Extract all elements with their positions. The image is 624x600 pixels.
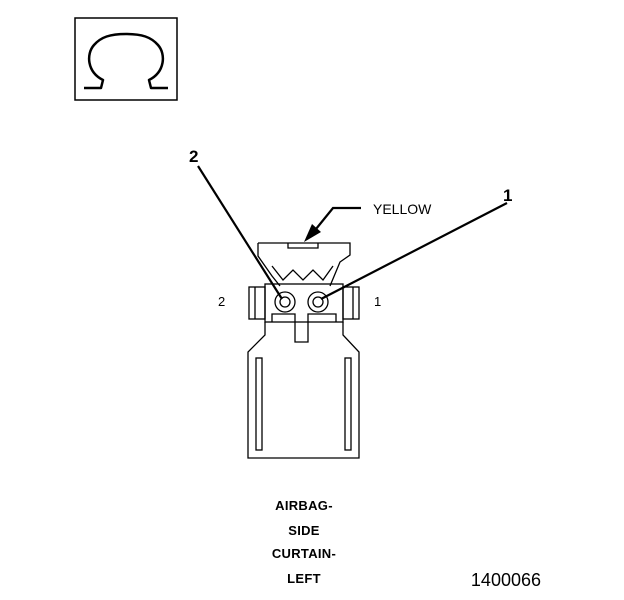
leader-lines xyxy=(197,165,508,300)
connector-latch xyxy=(258,242,351,287)
connector-housing xyxy=(247,242,360,459)
pin-1-label: 1 xyxy=(374,294,381,309)
pin-2-leader xyxy=(197,165,283,300)
yellow-leader xyxy=(315,206,361,230)
pin-2-cavity xyxy=(274,291,296,313)
pin-1-leader xyxy=(320,202,508,300)
symbol-frame xyxy=(74,17,178,101)
ohm-glyph xyxy=(84,32,168,90)
pin-2-callout: 2 xyxy=(189,147,198,166)
connector-name-line-4: LEFT xyxy=(287,571,321,586)
latch-ridge xyxy=(271,265,334,282)
connector-name-line-2: SIDE xyxy=(288,523,320,538)
pin-1-callout: 1 xyxy=(503,186,512,205)
pin-2-terminal xyxy=(279,296,291,308)
body-right-rib xyxy=(344,357,352,451)
connector-latch-left xyxy=(257,243,281,287)
pin-2-label: 2 xyxy=(218,294,225,309)
connector-body xyxy=(247,322,360,459)
yellow-marker-bar xyxy=(287,243,319,249)
connector-name-line-3: CURTAIN- xyxy=(272,546,336,561)
connector-key xyxy=(271,313,337,343)
yellow-arrowhead xyxy=(304,224,321,242)
connector-name-line-1: AIRBAG- xyxy=(275,498,333,513)
pin-1-cavity xyxy=(307,291,329,313)
figure-id: 1400066 xyxy=(471,570,541,590)
right-tab xyxy=(342,286,360,320)
color-label: YELLOW xyxy=(373,201,432,217)
ohm-symbol-icon xyxy=(74,17,178,101)
body-left-rib xyxy=(255,357,263,451)
left-tab xyxy=(248,286,266,320)
pin-1-terminal xyxy=(312,296,324,308)
